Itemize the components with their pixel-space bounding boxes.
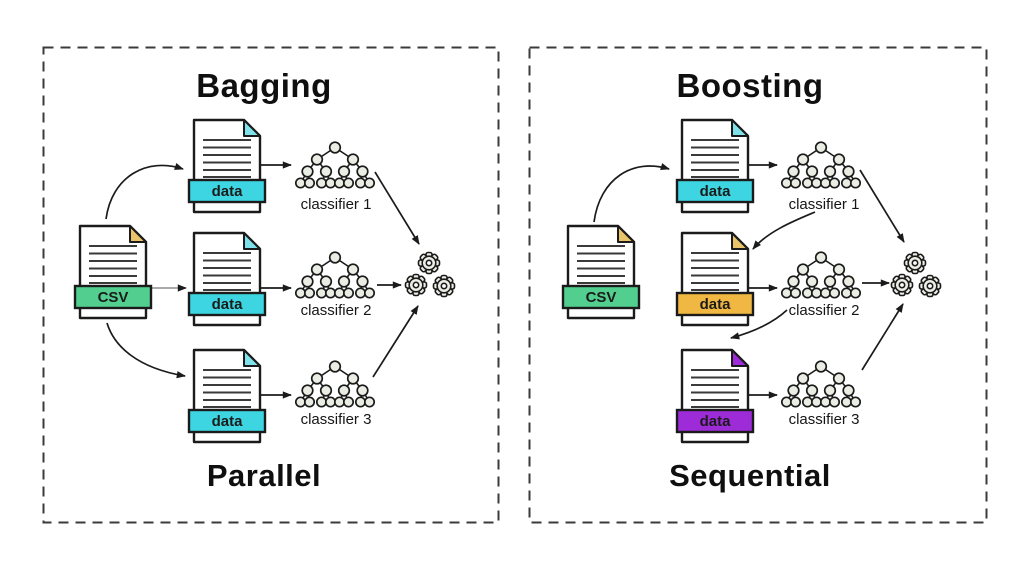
- data-label: data: [700, 296, 732, 313]
- classifier-label: classifier 2: [301, 302, 372, 319]
- gear-icon: [903, 251, 927, 275]
- arrow-csv-to-data3: [106, 322, 186, 379]
- panel-title: Bagging: [196, 67, 331, 104]
- decision-tree-icon: [780, 141, 862, 189]
- data-label: data: [700, 183, 732, 200]
- classifier-label: classifier 3: [789, 411, 860, 428]
- gear-icon: [890, 273, 914, 297]
- arrow-classifier2-to-data3: [730, 309, 788, 340]
- panel-border: [42, 46, 500, 524]
- data-label: data: [212, 183, 244, 200]
- arrow-tree1-to-gears: [374, 171, 420, 245]
- arrow-tree3-to-gears: [372, 305, 419, 378]
- arrow-tree3-to-gears: [861, 303, 904, 371]
- bagging-panel: Bagging CSV data data data classifier 1: [42, 46, 500, 524]
- data-label: data: [212, 413, 244, 430]
- decision-tree-icon: [780, 360, 862, 408]
- classifier-label: classifier 2: [789, 302, 860, 319]
- arrow-csv-to-data1: [105, 162, 184, 220]
- gear-icon: [432, 274, 456, 298]
- gear-icon: [918, 274, 942, 298]
- gears-icon: [890, 251, 942, 298]
- data-label: data: [700, 413, 732, 430]
- panel-border: [528, 46, 988, 524]
- arrow-tree1-to-gears: [859, 169, 905, 243]
- decision-tree-icon: [294, 360, 376, 408]
- csv-label: CSV: [98, 289, 129, 306]
- csv-label: CSV: [586, 289, 617, 306]
- decision-tree-icon: [780, 251, 862, 299]
- arrow-classifier1-to-data2: [752, 211, 816, 250]
- mode-label: Parallel: [207, 458, 321, 493]
- decision-tree-icon: [294, 251, 376, 299]
- gear-icon: [404, 273, 428, 297]
- gears-icon: [404, 251, 456, 298]
- arrow-group: [105, 161, 420, 399]
- classifier-label: classifier 1: [789, 196, 860, 213]
- mode-label: Sequential: [669, 458, 831, 493]
- arrow-csv-to-data1: [593, 163, 670, 223]
- arrow-group: [593, 161, 905, 399]
- gear-icon: [417, 251, 441, 275]
- data-label: data: [212, 296, 244, 313]
- decision-tree-icon: [294, 141, 376, 189]
- boosting-panel: Boosting CSV data data data classifier 1: [528, 46, 988, 524]
- panel-title: Boosting: [677, 67, 824, 104]
- classifier-label: classifier 3: [301, 411, 372, 428]
- classifier-label: classifier 1: [301, 196, 372, 213]
